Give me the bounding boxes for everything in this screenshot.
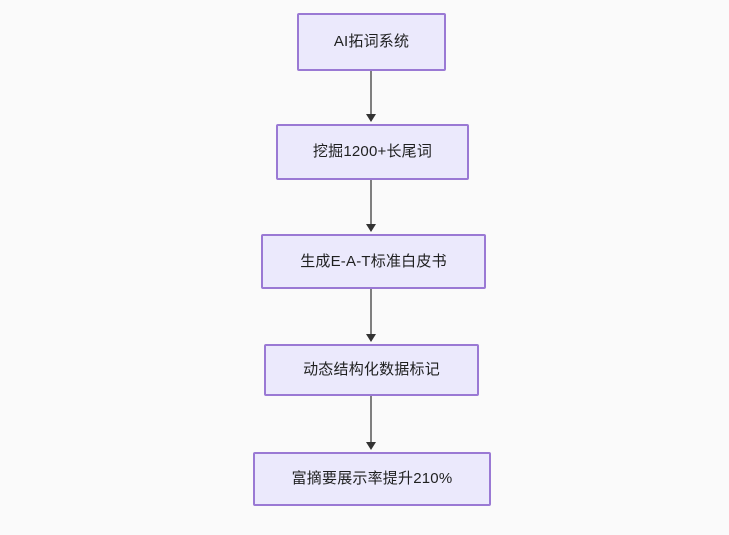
flowchart-node-ai-keyword-system[interactable]: AI拓词系统 xyxy=(297,13,446,71)
flowchart-node-dynamic-structured-data-markup[interactable]: 动态结构化数据标记 xyxy=(264,344,479,396)
edge-n4-n5 xyxy=(370,396,372,444)
edge-n3-n4-arrowhead xyxy=(366,334,376,342)
edge-n3-n4 xyxy=(370,289,372,336)
edge-n2-n3 xyxy=(370,180,372,226)
edge-n1-n2 xyxy=(370,71,372,116)
flowchart-node-mine-longtail-keywords[interactable]: 挖掘1200+长尾词 xyxy=(276,124,469,180)
flowchart-node-generate-eat-whitepaper[interactable]: 生成E-A-T标准白皮书 xyxy=(261,234,486,289)
edge-n2-n3-arrowhead xyxy=(366,224,376,232)
flowchart-node-rich-snippet-impression-lift[interactable]: 富摘要展示率提升210% xyxy=(253,452,491,506)
edge-n1-n2-arrowhead xyxy=(366,114,376,122)
edge-n4-n5-arrowhead xyxy=(366,442,376,450)
